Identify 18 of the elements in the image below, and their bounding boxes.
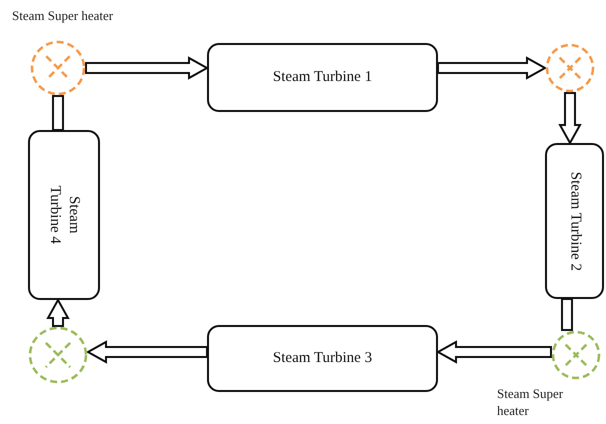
flow-arrow — [85, 56, 210, 80]
turbine-label: Steam Turbine 4 — [46, 184, 83, 246]
turbine-label: Steam Turbine 1 — [272, 68, 372, 87]
flow-arrow — [46, 298, 70, 327]
turbine-label: Steam Turbine 2 — [566, 170, 584, 273]
turbine-label: Steam Turbine 3 — [272, 349, 372, 368]
flow-arrow — [52, 95, 64, 131]
flow-arrow — [436, 340, 552, 364]
flow-arrow — [558, 92, 582, 146]
flow-arrow — [437, 56, 548, 80]
flow-arrow — [561, 298, 573, 331]
flow-arrow — [86, 340, 208, 364]
component-label: Steam Super heater — [12, 8, 114, 25]
component-label: Steam Super heater — [497, 386, 564, 420]
turbine-box — [545, 143, 604, 299]
turbine-box — [28, 130, 100, 300]
turbine-box — [207, 43, 438, 112]
turbine-box — [207, 325, 438, 392]
